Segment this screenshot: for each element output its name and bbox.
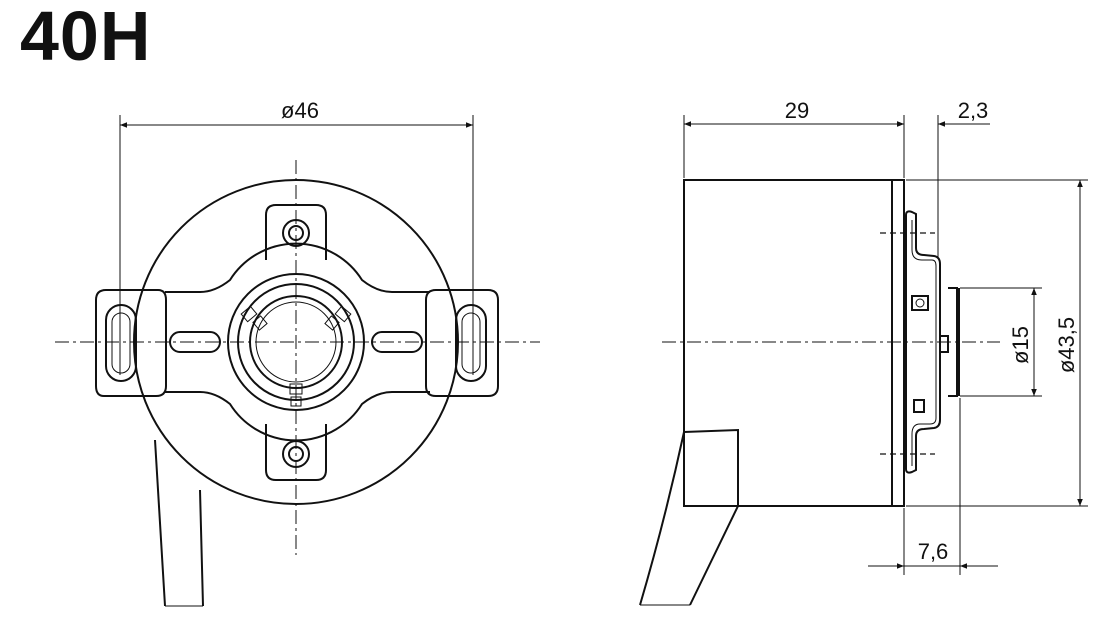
left-arm-slot [169, 331, 221, 353]
hub-pin [913, 399, 925, 413]
hub-screw-slot [915, 298, 925, 308]
hub-key [939, 335, 949, 353]
front-view: ø46 [55, 98, 540, 607]
hub-ring [237, 283, 355, 401]
hub-clip-left [240, 305, 258, 323]
hub-screw-head [911, 295, 929, 311]
hub-clip-bottom [289, 383, 303, 395]
stator-coupling-profile [905, 210, 941, 474]
bottom-screw-inner [288, 446, 304, 462]
right-clamp-slot [455, 304, 487, 382]
dim-front-diameter: ø46 [281, 98, 319, 123]
dim-housing-diameter: ø43,5 [1054, 317, 1079, 373]
hollow-shaft-inner [255, 301, 337, 383]
left-clamp-block [95, 289, 167, 397]
hub-clip-right [334, 305, 352, 323]
bottom-mounting-tab [265, 424, 327, 481]
hollow-shaft-bore [249, 295, 343, 389]
bottom-screw-hole [282, 440, 310, 468]
top-screw-inner [288, 225, 304, 241]
left-clamp-slot [105, 304, 137, 382]
dim-body-length: 29 [785, 98, 809, 123]
dim-shaft-diameter: ø15 [1008, 326, 1033, 364]
side-view: 29 2,3 ø43,5 ø15 7,6 [639, 98, 1088, 606]
front-cable [154, 439, 204, 607]
hub-clip-bottom-2 [290, 396, 302, 407]
right-arm-slot [371, 331, 423, 353]
top-screw-hole [282, 219, 310, 247]
encoder-body [683, 179, 893, 507]
dim-flange-thickness: 2,3 [958, 98, 989, 123]
hub-clip-left-2 [252, 315, 268, 331]
dim-shaft-offset: 7,6 [918, 539, 949, 564]
right-clamp-block [425, 289, 499, 397]
top-mounting-tab [265, 204, 327, 260]
housing-outline [133, 179, 459, 505]
model-title: 40H [20, 0, 152, 75]
flange-plate [891, 179, 905, 507]
hub-clip-right-2 [324, 315, 340, 331]
hub-outer-ring [227, 273, 365, 411]
right-clamp-slot-inner [461, 312, 481, 374]
stator-coupling-inner [911, 220, 937, 466]
left-clamp-slot-inner [111, 312, 131, 374]
side-cable [639, 428, 739, 606]
